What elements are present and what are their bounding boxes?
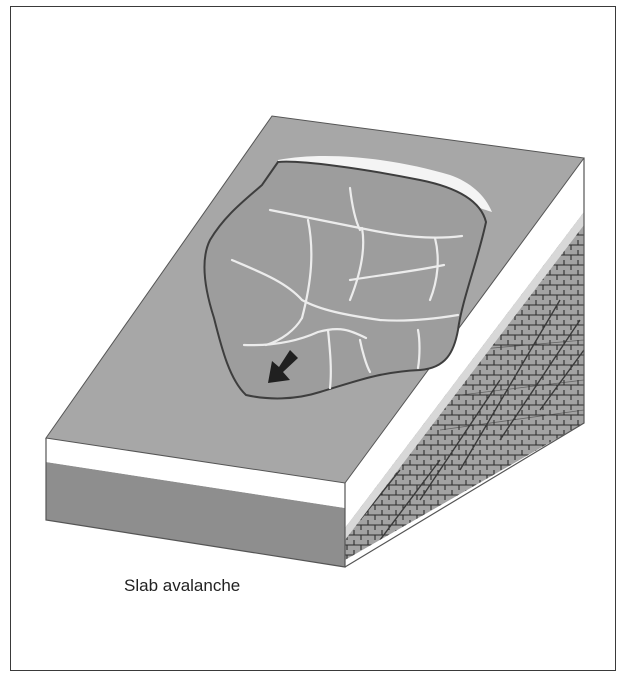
figure-caption: Slab avalanche [124,576,240,596]
